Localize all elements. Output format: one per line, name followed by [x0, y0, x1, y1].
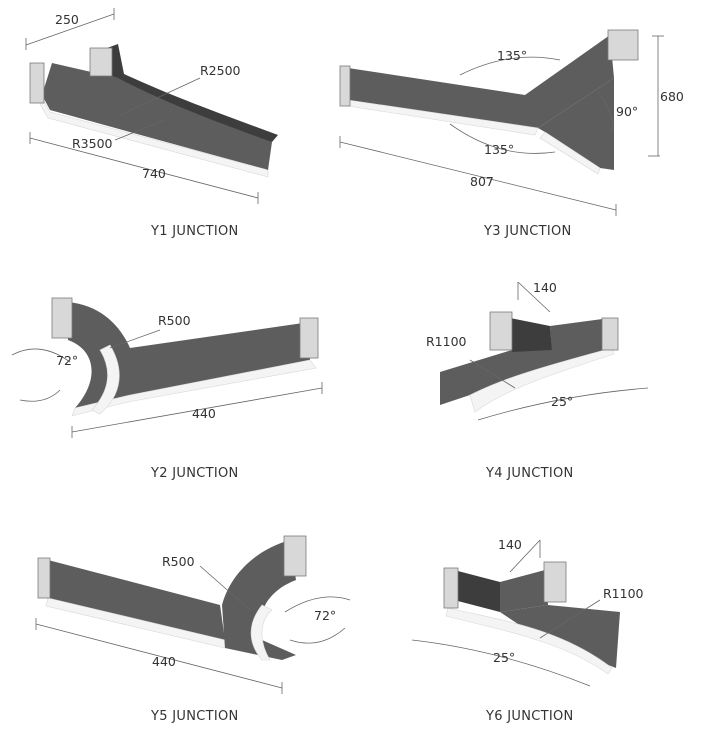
y3-angle-bottom-dimension: 135° [484, 142, 514, 157]
y6-radius-dimension: R1100 [603, 586, 644, 601]
y1-length-dimension: 740 [142, 166, 166, 181]
y5-radius-dimension: R500 [162, 554, 195, 569]
y1-junction-caption: Y1 JUNCTION [151, 224, 239, 239]
y3-junction-drawing: 135° 135° 90° 680 807 [339, 29, 684, 216]
y2-angle-dimension: 72° [56, 353, 78, 368]
y5-angle-dimension: 72° [314, 608, 336, 623]
y5-junction-caption: Y5 JUNCTION [151, 709, 239, 724]
y2-junction-drawing: R500 72° 440 [11, 297, 323, 438]
y2-length-dimension: 440 [192, 406, 216, 421]
y6-width-dimension: 140 [498, 537, 522, 552]
y1-junction-drawing: 250 R2500 R3500 740 [25, 8, 278, 204]
y4-junction-drawing: 140 R1100 25° [426, 280, 649, 421]
y3-angle-top-dimension: 135° [497, 48, 527, 63]
y2-radius-dimension: R500 [158, 313, 191, 328]
y6-angle-dimension: 25° [493, 650, 515, 665]
y3-length-dimension: 807 [470, 174, 494, 189]
y1-radius-inner-dimension: R3500 [72, 136, 113, 151]
y5-length-dimension: 440 [152, 654, 176, 669]
y6-junction-drawing: 140 R1100 25° [411, 537, 644, 687]
y4-width-dimension: 140 [533, 280, 557, 295]
y4-junction-caption: Y4 JUNCTION [486, 466, 574, 481]
y3-junction-caption: Y3 JUNCTION [484, 224, 572, 239]
y6-junction-caption: Y6 JUNCTION [486, 709, 574, 724]
y3-angle-right-dimension: 90° [616, 104, 638, 119]
y1-radius-outer-dimension: R2500 [200, 63, 241, 78]
y1-width-dimension: 250 [55, 12, 79, 27]
y5-junction-drawing: R500 72° 440 [35, 535, 351, 694]
y4-angle-dimension: 25° [551, 394, 573, 409]
y4-radius-dimension: R1100 [426, 334, 467, 349]
y3-height-dimension: 680 [660, 89, 684, 104]
y2-junction-caption: Y2 JUNCTION [151, 466, 239, 481]
